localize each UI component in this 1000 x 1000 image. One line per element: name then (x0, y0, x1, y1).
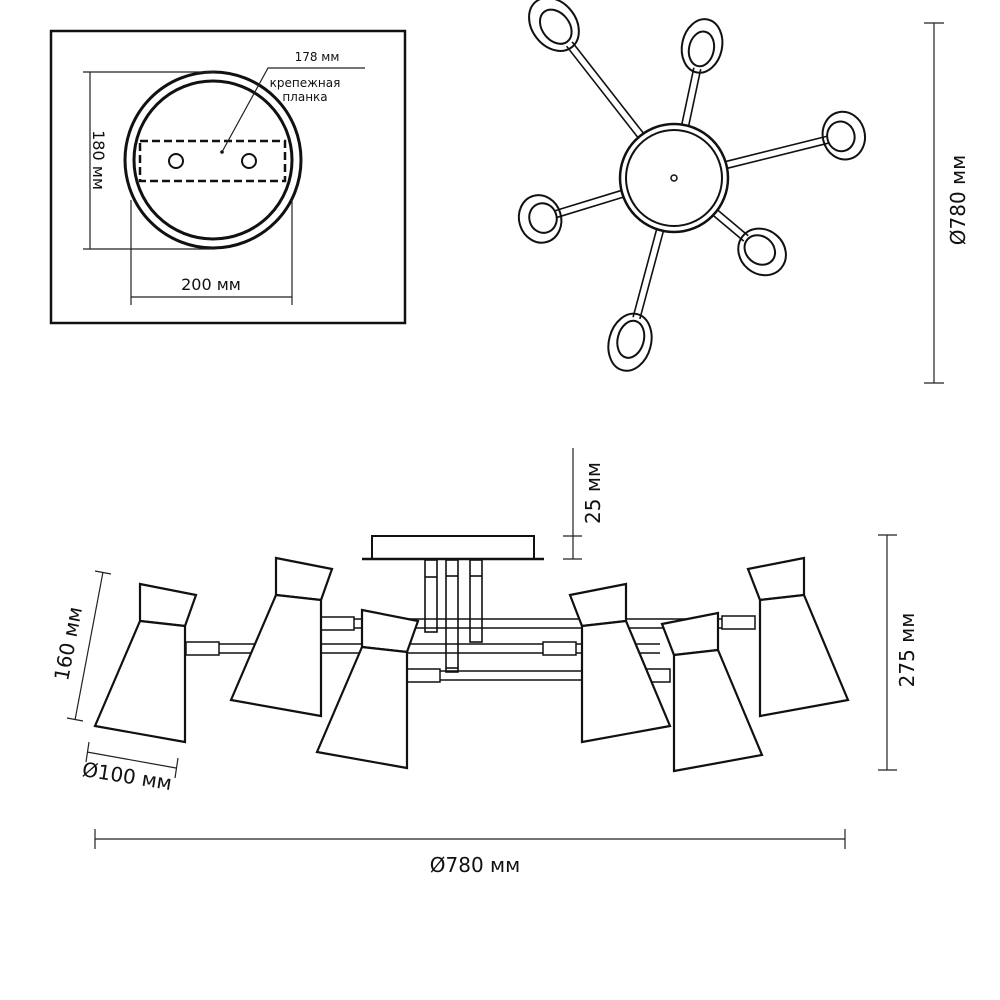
side-lamp-shade (660, 611, 764, 773)
top-lamp-inner (687, 30, 716, 68)
top-arm (555, 189, 624, 219)
top-view (517, 0, 866, 372)
top-lamp-shade (528, 0, 580, 52)
shades (93, 556, 850, 773)
top-lamp-shade (680, 18, 724, 74)
canopy-inner-circle (132, 79, 294, 241)
side-lamp-shade (315, 608, 420, 770)
mount-plate-view: 178 мм крепежная планка 180 мм 200 мм (49, 29, 407, 325)
side-lamp-shade (746, 556, 850, 718)
side-view: 25 мм 275 мм 160 мм Ø100 мм Ø780 мм (49, 448, 919, 877)
top-arm (565, 41, 645, 139)
shade-diameter-tick-right (174, 757, 179, 779)
shade-diameter-dim-line (86, 751, 177, 769)
side-lamp-shade (229, 556, 334, 718)
side-lamp-shade (93, 582, 198, 744)
side-canopy (371, 535, 535, 560)
canopy-outer-circle (123, 70, 303, 250)
shade-diameter-tick-left (85, 741, 90, 763)
side-lamp-shade (568, 582, 672, 744)
top-lamp-shade (607, 312, 653, 372)
plate-width-label: 200 мм (181, 275, 241, 294)
top-lamp-inner (743, 234, 777, 266)
top-lamp-shade (517, 194, 563, 244)
top-center-hole (670, 174, 678, 182)
top-arm (632, 229, 665, 320)
top-lamp-shade (821, 110, 866, 161)
center-stems (424, 559, 483, 673)
total-height-label: 275 мм (895, 613, 919, 688)
top-lamp-inner (538, 8, 573, 45)
top-canopy-outer (618, 122, 730, 234)
top-lamp-shade (737, 227, 787, 277)
shade-height-label: 160 мм (49, 605, 87, 683)
shade-height-tick-top (94, 570, 112, 575)
bracket-leader-line (221, 67, 365, 153)
top-canopy-inner (625, 129, 723, 227)
screw-hole-right (241, 153, 257, 169)
top-lamp-inner (826, 120, 856, 153)
bracket-length-label: 178 мм (295, 50, 340, 64)
mounting-bracket (138, 139, 287, 183)
plate-height-label: 180 мм (89, 130, 108, 190)
top-arm (681, 67, 702, 127)
inset-frame (49, 29, 407, 325)
top-arm (712, 209, 749, 242)
canopy-height-label: 25 мм (581, 462, 605, 524)
overall-diameter-label: Ø780 мм (430, 853, 520, 877)
bracket-name-line1: крепежная (270, 76, 341, 90)
top-arm (725, 135, 829, 170)
arm-connectors (185, 615, 756, 683)
top-diameter-dimension: Ø780 мм (924, 22, 970, 384)
top-diameter-label: Ø780 мм (946, 155, 970, 245)
top-lamp-inner (616, 319, 646, 359)
shade-diameter-label: Ø100 мм (81, 757, 174, 795)
bracket-name-line2: планка (282, 90, 327, 104)
shade-height-tick-bottom (66, 717, 84, 722)
screw-hole-left (168, 153, 184, 169)
shade-height-dim-line (74, 571, 104, 721)
top-lamp-inner (528, 202, 558, 234)
